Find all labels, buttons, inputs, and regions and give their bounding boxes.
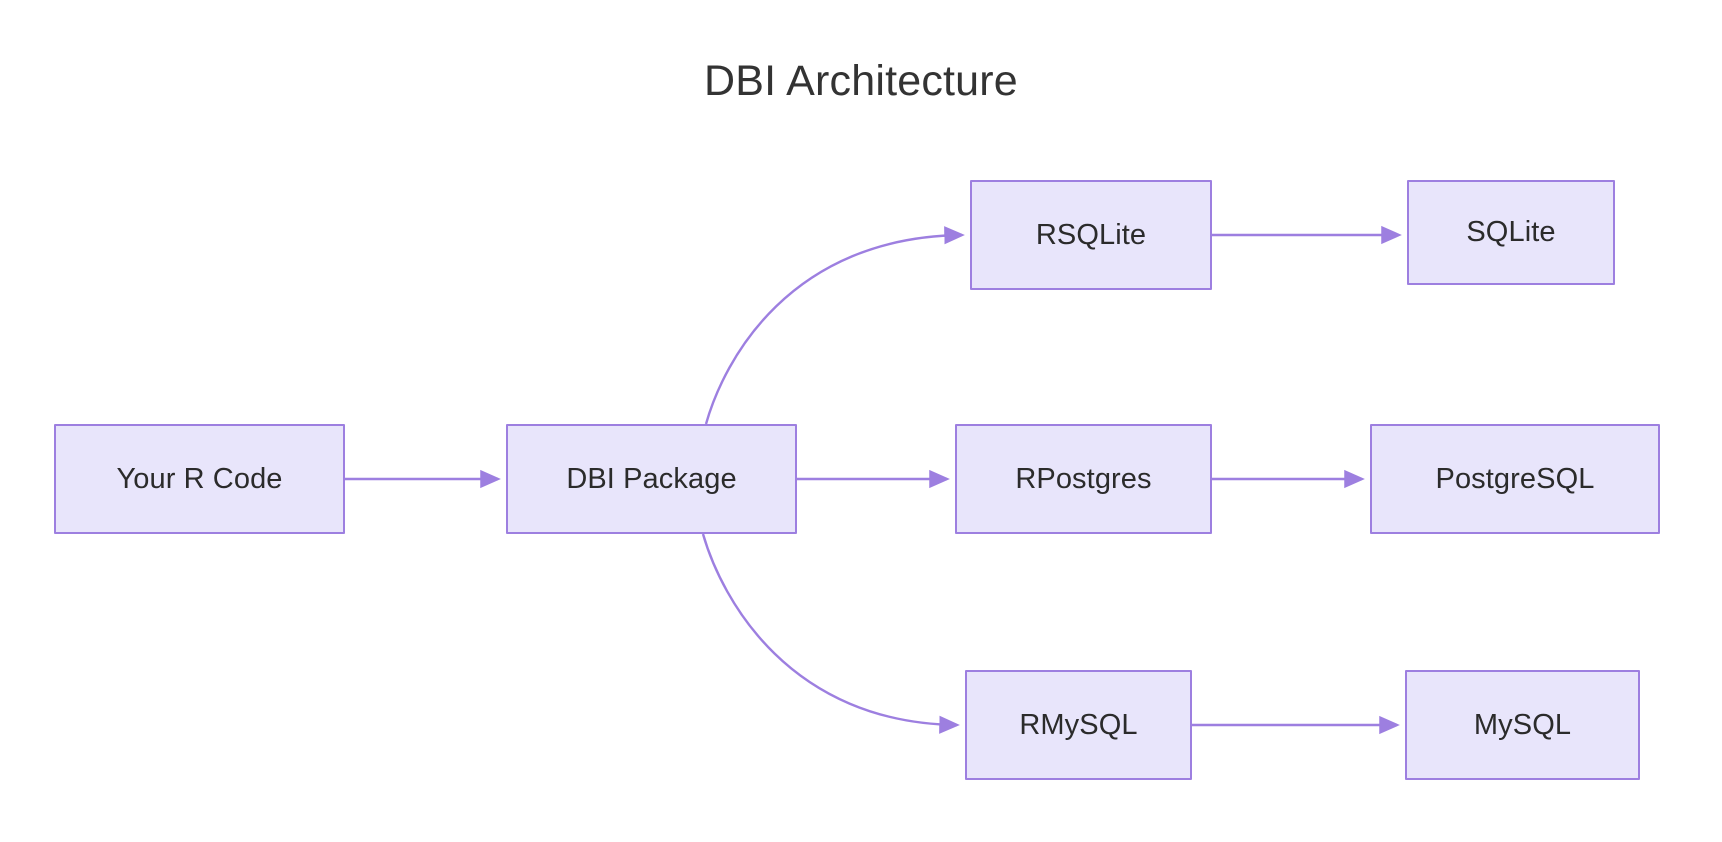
node-label: MySQL: [1473, 708, 1572, 741]
node-rmysql[interactable]: RMySQL: [965, 670, 1192, 780]
node-label: RPostgres: [1015, 462, 1152, 495]
node-label: PostgreSQL: [1435, 462, 1595, 495]
node-sqlite[interactable]: SQLite: [1407, 180, 1615, 285]
node-your-r-code[interactable]: Your R Code: [54, 424, 345, 534]
node-label: DBI Package: [566, 462, 737, 495]
node-dbi-package[interactable]: DBI Package: [506, 424, 797, 534]
node-label: RMySQL: [1019, 708, 1138, 741]
node-postgresql[interactable]: PostgreSQL: [1370, 424, 1660, 534]
node-rsqlite[interactable]: RSQLite: [970, 180, 1212, 290]
node-mysql[interactable]: MySQL: [1405, 670, 1640, 780]
node-label: SQLite: [1466, 216, 1556, 248]
edge-dbi-package-rsqlite: [704, 226, 965, 425]
edge-dbi-package-rmysql: [701, 533, 960, 734]
node-label: Your R Code: [116, 462, 283, 495]
node-rpostgres[interactable]: RPostgres: [955, 424, 1212, 534]
node-label: RSQLite: [1035, 218, 1147, 251]
page-title: DBI Architecture: [704, 57, 1018, 105]
